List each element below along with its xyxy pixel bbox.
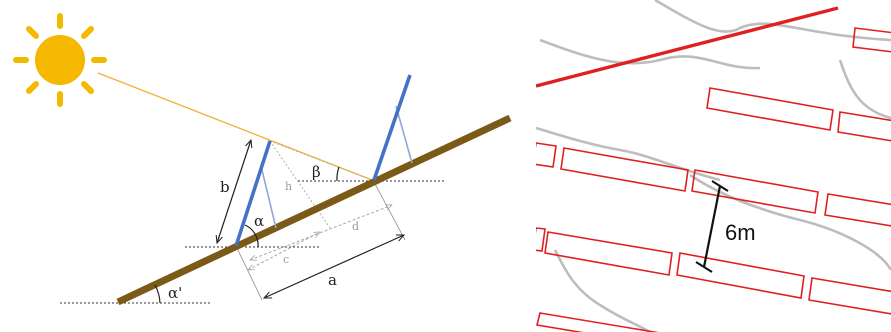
panel-row <box>536 312 659 332</box>
dimension-a <box>264 234 404 299</box>
angle-arc-alpha-prime <box>154 284 161 304</box>
label-a: a <box>328 271 337 289</box>
panel-row <box>536 227 546 252</box>
panel-row <box>691 169 819 214</box>
label-d: d <box>352 220 359 233</box>
label-h: h <box>285 180 292 193</box>
label-b: b <box>220 178 230 196</box>
site-layout-map: 6m <box>536 0 891 332</box>
panel-row <box>544 231 673 276</box>
spacing-dimension-line <box>702 185 722 268</box>
solar-panel-2 <box>372 74 412 181</box>
angle-arc-alpha <box>244 224 259 248</box>
panel-row <box>824 193 891 227</box>
ground-slope <box>116 114 512 306</box>
road-2 <box>539 38 761 70</box>
label-alpha: α <box>254 212 264 230</box>
panel-row <box>706 87 834 131</box>
spacing-tick-bottom <box>695 261 713 273</box>
road-1 <box>654 0 891 42</box>
road-6 <box>838 59 891 120</box>
panel-spacing-diagram: b h β α d c a α' <box>13 13 512 306</box>
panel-row <box>676 252 805 299</box>
dimension-tick-1 <box>235 245 263 301</box>
label-c: c <box>283 253 289 266</box>
panel-row <box>808 277 891 315</box>
panel-row <box>536 142 557 168</box>
angle-arc-beta <box>336 166 340 182</box>
power-line <box>536 6 839 88</box>
sun-icon <box>13 13 107 107</box>
panel-row <box>837 111 891 142</box>
panel-row <box>852 27 891 53</box>
label-alpha-prime: α' <box>168 284 182 302</box>
spacing-label: 6m <box>725 220 756 245</box>
dimension-b <box>217 140 251 243</box>
panel-support-2 <box>395 105 413 164</box>
spacing-tick-top <box>711 180 729 192</box>
panel-support-1 <box>261 169 277 229</box>
panel-row <box>560 147 689 192</box>
road-5 <box>553 249 651 332</box>
dimension-tick-2 <box>373 181 406 241</box>
label-beta: β <box>312 163 321 181</box>
